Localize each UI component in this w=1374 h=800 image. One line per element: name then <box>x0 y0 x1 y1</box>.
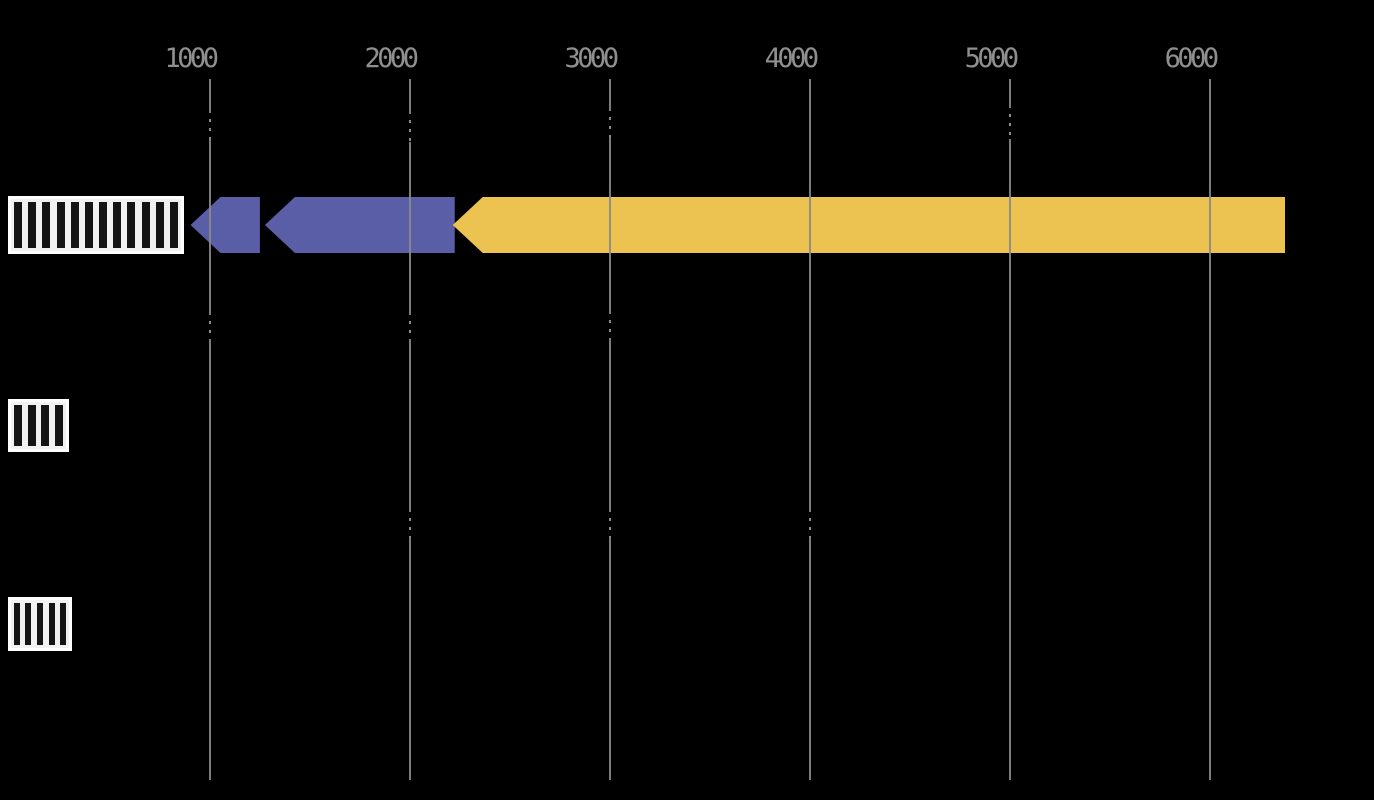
gene-arrow-track1-1 <box>190 197 260 253</box>
gridline-gap-mark-5 <box>205 315 214 339</box>
glyph-bar <box>99 202 108 248</box>
glyph-bar <box>13 405 22 446</box>
gap-dash <box>208 315 211 339</box>
gridline-gap-mark-3 <box>605 111 615 138</box>
gridline-1000 <box>208 79 211 780</box>
gridline-2000 <box>408 79 411 780</box>
glyph-bar <box>60 603 67 645</box>
label-box-track-2 <box>8 399 69 452</box>
gridline-gap-mark-1 <box>205 113 214 140</box>
gap-dash <box>608 111 611 138</box>
gridline-3000 <box>608 79 611 780</box>
gene-arrow-track1-3 <box>452 197 1286 253</box>
gap-dash <box>608 314 611 338</box>
glyph-bar <box>14 202 23 248</box>
glyph-bar <box>155 202 164 248</box>
gap-dash <box>408 114 411 142</box>
glyph-bar <box>28 202 37 248</box>
x-tick-label-2000: 2000 <box>364 43 420 74</box>
glyph-bar <box>56 202 65 248</box>
x-tick-label-1000: 1000 <box>164 43 219 74</box>
glyph-bar <box>55 405 64 446</box>
gridline-4000 <box>808 79 811 780</box>
gridline-gap-mark-9 <box>605 512 615 538</box>
glyph-bar <box>48 603 55 645</box>
gene-arrow-track1-2 <box>264 197 455 253</box>
glyph-bar <box>37 603 43 645</box>
glyph-bar <box>41 405 50 446</box>
gap-dash <box>808 512 811 538</box>
glyph-bar <box>84 202 93 248</box>
gap-dash <box>1008 108 1011 139</box>
gridline-gap-mark-7 <box>605 314 615 338</box>
gap-dash <box>608 512 611 538</box>
x-tick-label-3000: 3000 <box>564 43 620 74</box>
x-tick-label-6000: 6000 <box>1164 43 1220 74</box>
x-tick-label-5000: 5000 <box>964 43 1020 74</box>
gridline-gap-mark-6 <box>405 315 415 339</box>
gridline-gap-mark-4 <box>1005 108 1015 139</box>
glyph-bar <box>27 405 36 446</box>
label-box-track-3 <box>8 597 72 651</box>
glyph-bar <box>141 202 150 248</box>
glyph-bar <box>113 202 122 248</box>
gridline-gap-mark-2 <box>405 114 415 142</box>
label-box-track-1 <box>8 196 184 254</box>
glyph-bar <box>13 603 20 645</box>
glyph-bar <box>42 202 51 248</box>
gridline-6000 <box>1208 79 1211 780</box>
glyph-bar <box>169 202 178 248</box>
gridline-gap-mark-10 <box>805 512 815 538</box>
glyph-bar <box>25 603 32 645</box>
gap-dash <box>408 315 411 339</box>
gridline-gap-mark-8 <box>405 512 415 538</box>
gridline-5000 <box>1008 79 1011 780</box>
glyph-bar <box>70 202 79 248</box>
gap-dash <box>208 113 211 140</box>
gap-dash <box>408 512 411 538</box>
glyph-bar <box>127 202 136 248</box>
x-tick-label-4000: 4000 <box>764 43 820 74</box>
